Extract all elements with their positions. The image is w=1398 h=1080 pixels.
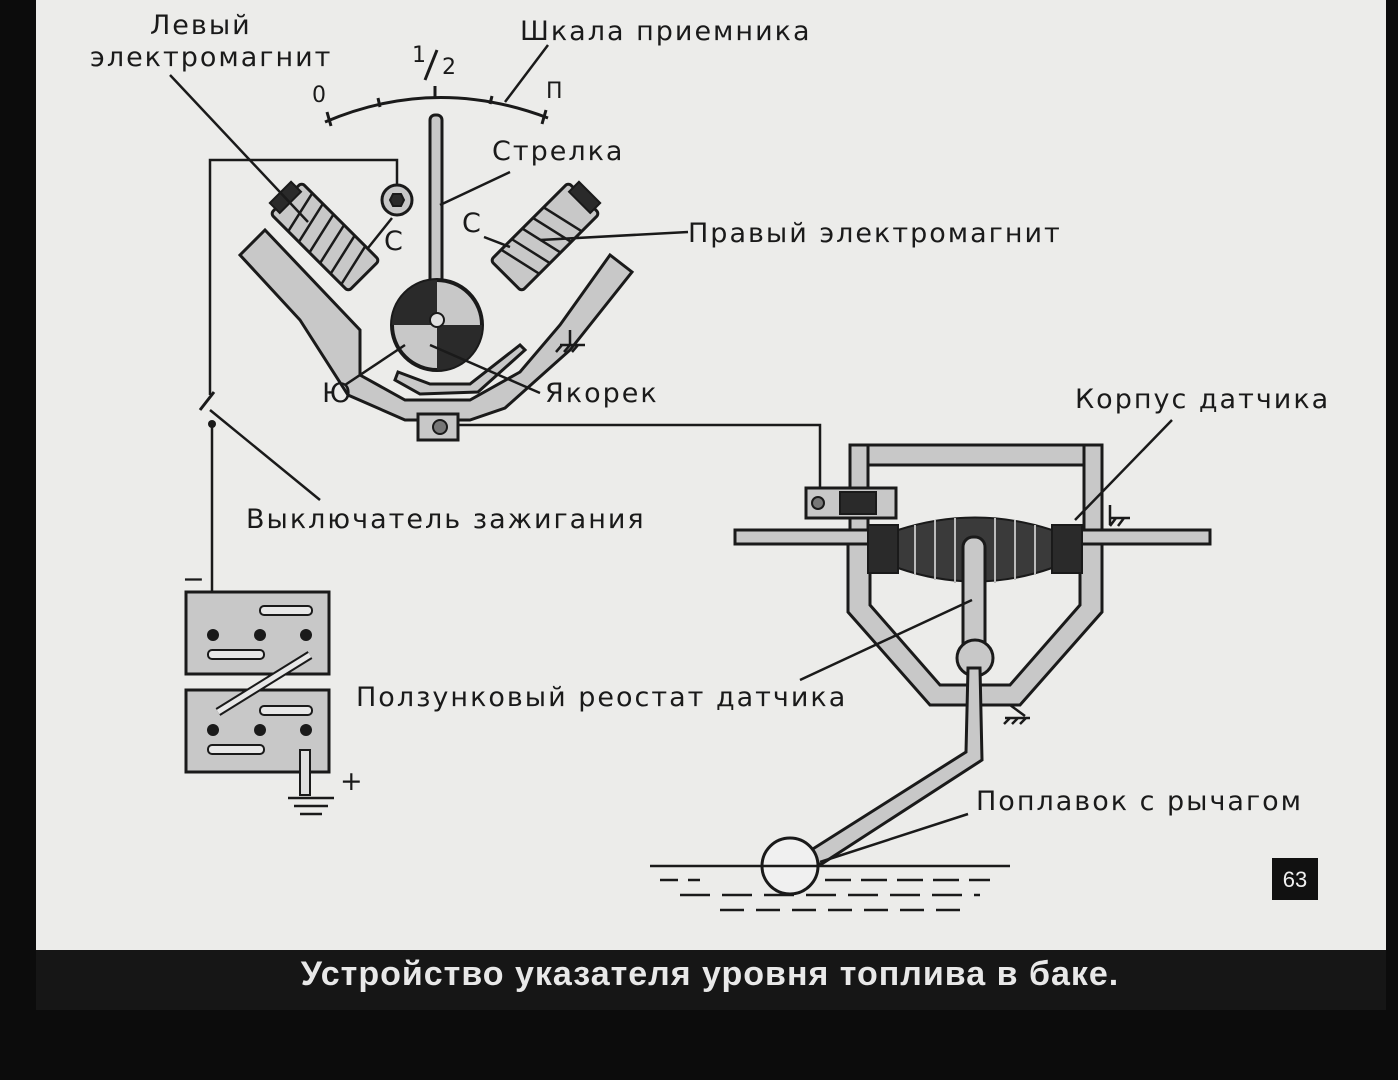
slide-number-box (1272, 858, 1318, 900)
scale-mark-full: П (546, 79, 563, 104)
label-c-left: С (384, 226, 405, 257)
scale-mark-half-den: 2 (442, 55, 456, 80)
battery (184, 590, 334, 816)
label-left-magnet-line2: электромагнит (90, 42, 332, 73)
label-rheostat: Ползунковый реостат датчика (356, 682, 847, 713)
label-right-magnet: Правый электромагнит (688, 218, 1062, 249)
wire-gauge-to-sensor (458, 423, 822, 495)
scale-arc (324, 96, 549, 124)
label-left-magnet-line1: Левый (150, 10, 252, 41)
label-south: Ю (322, 378, 353, 409)
fuel-sensor (650, 443, 1212, 912)
right-electromagnet (490, 180, 602, 292)
scale-mark-zero: 0 (312, 83, 326, 108)
label-plus: + (340, 766, 365, 797)
label-float: Поплавок с рычагом (976, 786, 1303, 817)
receiver-gauge (237, 86, 635, 442)
label-minus: − (182, 564, 207, 595)
wire-gauge-to-switch (208, 158, 399, 395)
label-armature: Якорек (545, 378, 659, 409)
label-needle: Стрелка (492, 136, 624, 167)
label-c-right: С (462, 208, 483, 239)
scale-mark-half-num: 1 (412, 43, 426, 68)
label-ignition-switch: Выключатель зажигания (246, 504, 646, 535)
diagram-paper (36, 0, 1386, 950)
magnet-frame (237, 227, 635, 422)
labels: Левый электромагнит Шкала приемника 0 1 … (90, 10, 1330, 817)
label-scale: Шкала приемника (520, 16, 811, 47)
caption: Устройство указателя уровня топлива в ба… (301, 955, 1119, 993)
armature (390, 278, 484, 372)
leader-lines (169, 44, 1173, 864)
slide-number: 63 (1283, 867, 1307, 892)
caption-bar (36, 950, 1386, 1010)
ignition-switch (198, 391, 216, 411)
label-sensor-body: Корпус датчика (1075, 384, 1330, 415)
fuel-surface (650, 864, 1010, 912)
